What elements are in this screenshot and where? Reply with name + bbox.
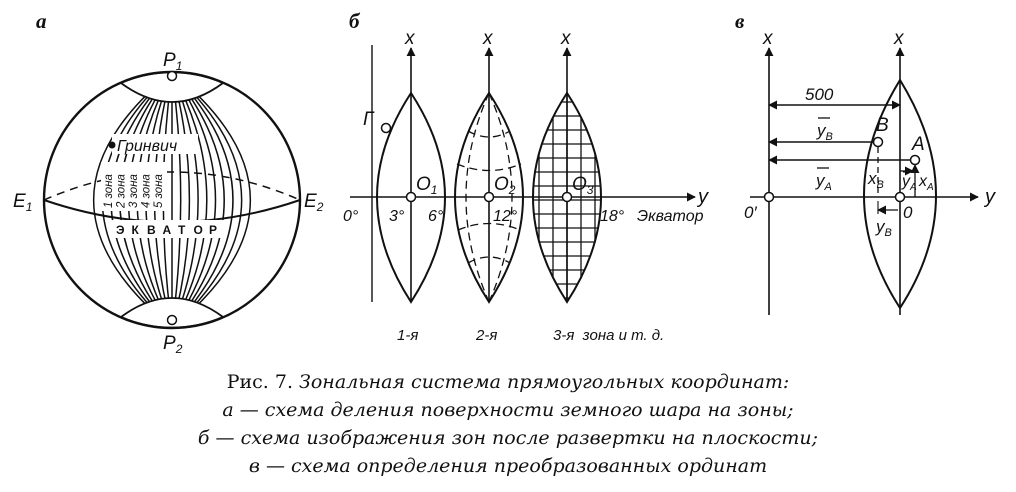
point-a-label: A: [911, 134, 925, 155]
equator-letter: Р: [209, 223, 217, 237]
origin-prime-point: [763, 191, 775, 203]
east-right-label: E2: [304, 191, 324, 214]
pole-top-label: P1: [163, 50, 182, 73]
pole-bottom-point: [166, 314, 178, 326]
equator-letter: О: [194, 223, 203, 237]
degree-18: 18°: [600, 208, 625, 225]
x-label-zone-1: x: [404, 28, 416, 49]
caption-title-prefix: Рис. 7.: [226, 371, 293, 393]
zone-label: 4 зона: [141, 174, 153, 208]
center-o3: [561, 191, 573, 203]
zone-label: 3 зона: [128, 174, 140, 208]
east-left-label: E1: [13, 191, 32, 214]
center-o2: [483, 191, 495, 203]
origin-label: 0: [903, 203, 913, 222]
y-label-zones: y: [696, 186, 709, 208]
center-o2-label: O2: [494, 174, 516, 197]
globe-meridians: [93, 72, 251, 328]
pole-top-point: [166, 70, 178, 82]
zone-2-name: 2-я: [475, 327, 497, 344]
point-b-label: B: [876, 115, 889, 136]
equator-letter: Э: [116, 223, 125, 237]
equator-back: [43, 171, 301, 201]
globe-meridian: [171, 72, 182, 328]
equator-letter: А: [163, 223, 172, 237]
panel-label-b: б: [349, 9, 361, 33]
center-o3-label: O3: [572, 174, 594, 197]
degree-3: 3°: [389, 208, 405, 225]
x-label-zone-2: x: [482, 28, 494, 49]
equator-letter: В: [147, 223, 156, 237]
greenwich-label: Гринвич: [117, 138, 177, 155]
caption-line-b: б — схема изображения зон после развертк…: [197, 427, 819, 449]
degree-0: 0°: [343, 208, 359, 225]
origin-prime-label: 0′: [744, 203, 757, 222]
zone-label: 5 зона: [153, 174, 165, 208]
zone-label: 2 зона: [116, 174, 128, 209]
zone-3-name: 3-я зона и т. д.: [553, 327, 664, 344]
globe-meridian: [171, 72, 234, 328]
center-o1-label: O1: [416, 174, 437, 197]
ordinates-panel: x x y 500 yB B yA A xB yA xA yB 0′ 0: [744, 28, 996, 315]
globe-meridian: [171, 72, 208, 328]
greenwich-point: [108, 141, 116, 149]
caption-title-text: Зональная система прямоугольных координа…: [299, 371, 790, 393]
figure-caption: Рис. 7. Зональная система прямоугольных …: [0, 368, 1016, 480]
center-o1: [405, 191, 417, 203]
globe-meridian: [171, 72, 191, 328]
x-a-label: xA: [918, 173, 934, 193]
globe-meridian: [171, 72, 243, 328]
y-a-label: yA: [901, 173, 917, 193]
x-label-prime: x: [762, 28, 774, 49]
panel-label-a: а: [36, 9, 47, 33]
equator-label: Экватор: [637, 208, 704, 225]
distance-500-label: 500: [805, 85, 834, 104]
origin-point: [894, 191, 906, 203]
globe-meridian: [93, 72, 173, 328]
globe-meridian: [171, 72, 199, 328]
pole-bottom-label: P2: [163, 333, 183, 356]
y-label-c: y: [983, 186, 996, 208]
globe-meridian: [171, 72, 225, 328]
globe-meridian: [171, 72, 251, 328]
zone-1-name: 1-я: [397, 327, 418, 344]
ybar-a-label: yA: [815, 171, 832, 193]
x-b-label: xB: [867, 169, 884, 191]
point-g: [380, 122, 392, 134]
globe-meridian: [171, 72, 217, 328]
ybar-b-label: yB: [816, 121, 833, 143]
panel-label-c: в: [735, 9, 745, 33]
x-label-zone: x: [893, 28, 905, 49]
caption-line-c: в — схема определения преобразованных ор…: [248, 455, 768, 477]
zone-label: 1 зона: [103, 174, 115, 208]
point-g-label: Г: [363, 109, 375, 130]
y-b-label: yB: [875, 217, 892, 239]
point-b: [872, 136, 884, 148]
degree-6: 6°: [428, 208, 444, 225]
equator-letter: Т: [178, 223, 186, 237]
x-label-zone-3: x: [560, 28, 572, 49]
caption-title: Рис. 7. Зональная система прямоугольных …: [0, 368, 1016, 396]
degree-12: 12°: [493, 208, 518, 225]
zones-panel: x x x y Г O1 O2 O3 0° 3° 6° 12° 18° Эква…: [343, 28, 709, 344]
caption-line-a: а — схема деления поверхности земного ша…: [222, 399, 794, 421]
equator-letter: К: [132, 223, 140, 237]
point-a: [909, 154, 921, 166]
